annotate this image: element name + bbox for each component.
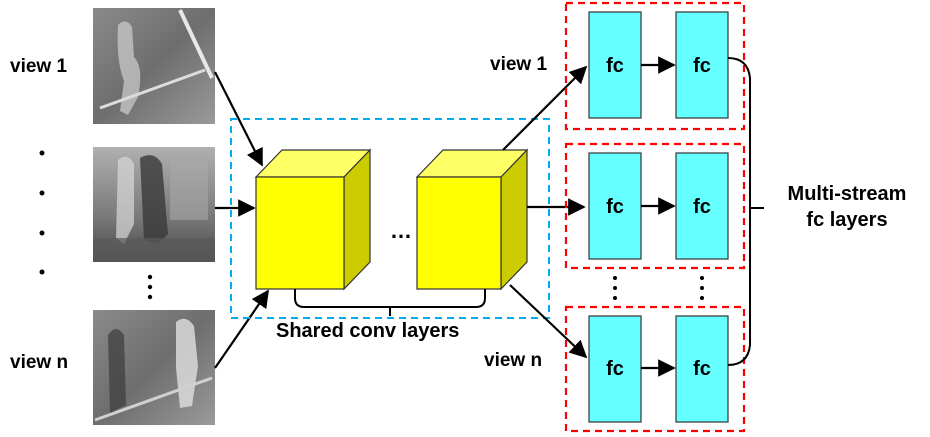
shared-conv-box <box>230 118 550 319</box>
fc-label: fc <box>606 358 624 380</box>
fc-label: fc <box>693 196 711 218</box>
conv-cube-2 <box>415 148 529 291</box>
fc-stream-1 <box>564 1 746 131</box>
fc-label: fc <box>693 358 711 380</box>
fc-label: fc <box>606 196 624 218</box>
input-image-view-1 <box>93 8 215 124</box>
shared-conv-label: Shared conv layers <box>276 320 459 342</box>
fc-vertical-ellipsis <box>613 276 704 300</box>
left-vertical-ellipsis <box>39 150 45 275</box>
fc-layer-box <box>588 152 642 260</box>
arrow-conv-to-stream-1 <box>502 65 588 151</box>
arrow-conv-to-stream-n <box>509 284 588 359</box>
multi-stream-label-line2: fc layers <box>806 209 887 231</box>
fc-stream-n <box>564 305 746 433</box>
fc-stream-2 <box>564 142 746 270</box>
fc-label: fc <box>693 55 711 77</box>
view-1-left-label: view 1 <box>10 56 67 77</box>
conv-cube-1 <box>254 148 372 291</box>
arrow-view1-to-conv <box>214 71 263 167</box>
input-vertical-ellipsis <box>147 274 153 300</box>
input-image-view-2 <box>93 147 215 262</box>
view-n-right-label: view n <box>484 350 542 371</box>
fc-layer-box <box>588 11 642 119</box>
fc-layer-box <box>675 11 729 119</box>
view-n-left-label: view n <box>10 352 68 373</box>
multi-stream-bracket <box>727 57 764 366</box>
shared-conv-bracket <box>294 289 486 316</box>
view-1-right-label: view 1 <box>490 54 547 75</box>
fc-layer-box <box>675 315 729 423</box>
fc-layer-box <box>675 152 729 260</box>
conv-horizontal-ellipsis: … <box>390 218 412 243</box>
fc-label: fc <box>606 55 624 77</box>
arrow-viewn-to-conv <box>214 289 269 369</box>
multi-stream-label-line1: Multi-stream <box>788 183 907 205</box>
input-image-view-n <box>93 310 215 425</box>
